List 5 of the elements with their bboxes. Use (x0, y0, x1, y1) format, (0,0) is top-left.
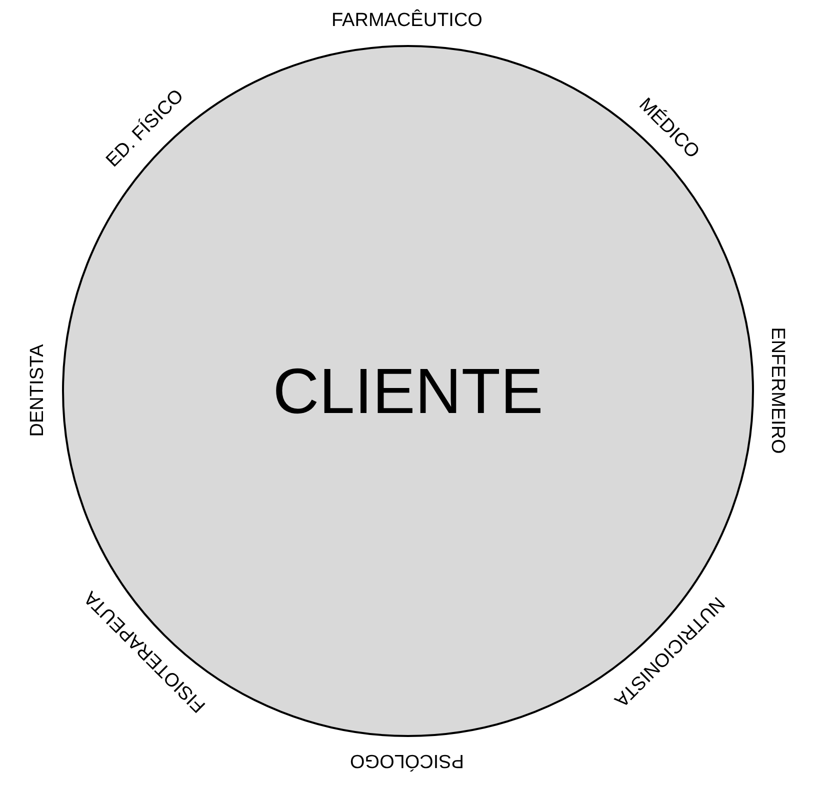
role-label: DENTISTA (27, 344, 46, 436)
role-label: ENFERMEIRO (767, 326, 786, 454)
client-label: CLIENTE (272, 354, 544, 428)
role-label: FARMACÊUTICO (332, 10, 482, 30)
role-label: PSICÓLOGO (350, 750, 464, 770)
